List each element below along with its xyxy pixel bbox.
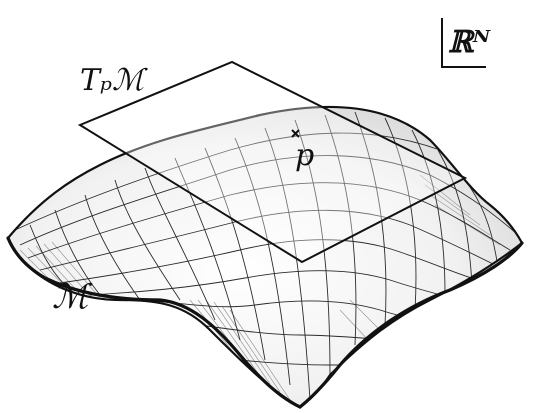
ambient-space-label: ℝᴺ <box>448 25 491 60</box>
ambient-axis-icon <box>441 18 486 68</box>
surface-grid <box>14 111 519 401</box>
tangent-plane-outline <box>77 60 468 264</box>
point-p-marker <box>291 129 300 138</box>
tangent-plane-label: Tₚℳ <box>80 63 148 98</box>
manifold-front-edge <box>6 236 524 409</box>
tangent-plane <box>77 60 468 264</box>
manifold-surface <box>6 105 524 409</box>
manifold-label: ℳ <box>52 277 93 317</box>
point-label: p <box>295 138 314 173</box>
